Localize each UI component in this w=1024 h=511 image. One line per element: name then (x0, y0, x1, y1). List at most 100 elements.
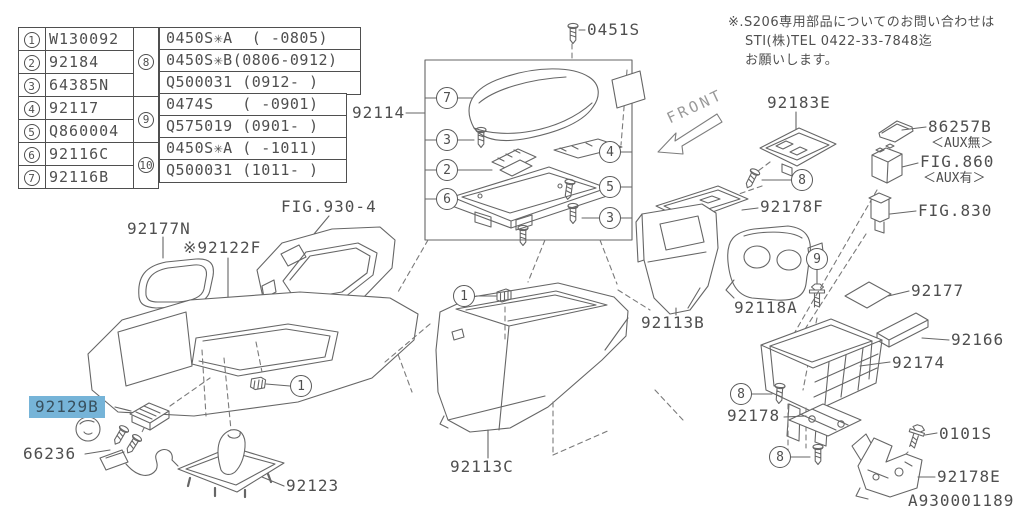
table-row: 7 92116B (18, 165, 143, 189)
callout-7: 7 (436, 87, 458, 109)
part-label-92178F: 92178F (760, 197, 824, 216)
part-label-92178: 92178 (727, 406, 781, 425)
part-label-92129B-highlighted: 92129B (29, 396, 105, 418)
table-row: 3 64385N (18, 73, 143, 97)
row-number-badge: 3 (24, 78, 40, 95)
table-row: 6 92116C (18, 142, 143, 166)
part-label-92183E: 92183E (767, 93, 831, 112)
part-label-0451S: 0451S (587, 20, 641, 39)
variant-number-column: 8 9 10 (133, 27, 159, 189)
part-label-86257B: 86257B (928, 117, 992, 136)
part-label-92118A: 92118A (734, 298, 798, 317)
group-number-badge: 9 (133, 96, 159, 143)
callout-2: 2 (436, 159, 458, 181)
callout-8: 8 (791, 169, 813, 191)
part-label-92177N: 92177N (127, 219, 191, 238)
badge-text: 8 (138, 54, 154, 71)
table-row: 5 Q860004 (18, 119, 143, 143)
callout-3b: 3 (599, 207, 621, 229)
callout-8c: 8 (769, 446, 791, 468)
screw-icon (567, 22, 579, 45)
group-number-badge: 10 (133, 141, 159, 189)
fig830-label: FIG.830 (918, 201, 993, 220)
part-label-92123: 92123 (286, 476, 340, 495)
part-92113C-art (384, 239, 684, 459)
screw-icon (812, 443, 824, 466)
part-92177-art (844, 281, 910, 309)
badge-text: 10 (138, 157, 154, 173)
s206-note: ※.S206専用部品についてのお問い合わせは STI(株)TEL 0422-33… (728, 13, 995, 70)
screw-icon (773, 382, 786, 405)
part-92178E-art (851, 433, 936, 500)
front-arrow-icon (657, 113, 723, 155)
row-number-badge: 4 (24, 101, 40, 118)
drawing-number: A930001189 (908, 491, 1015, 510)
label-aux-none: ＜AUX無＞ (931, 136, 994, 151)
row-number-badge: 7 (24, 170, 40, 187)
part-number-cell: 64385N (45, 73, 143, 97)
label-aux-yes: ＜AUX有＞ (923, 171, 986, 186)
row-number-badge: 6 (24, 147, 40, 164)
part-label-92166: 92166 (951, 330, 1005, 349)
note-line-1: ※.S206専用部品についてのお問い合わせは (728, 15, 995, 30)
part-number-cell: Q860004 (45, 119, 143, 143)
note-line-3: お願いします。 (745, 53, 839, 68)
part-label-92122F: ※92122F (183, 238, 262, 257)
row-number-badge: 5 (24, 124, 40, 141)
part-label-92113C: 92113C (450, 457, 514, 476)
part-label-92113B: 92113B (641, 313, 705, 332)
part-label-92114: 92114 (352, 103, 406, 122)
part-92123-art (177, 429, 285, 499)
part-label-92177: 92177 (911, 281, 965, 300)
armrest-lid-assembly-box (405, 29, 646, 247)
part-number-cell: W130092 (45, 27, 143, 51)
variant-row: Q500031 (1011- ) (159, 159, 347, 183)
part-number-cell: 92117 (45, 96, 143, 120)
callout-3: 3 (436, 129, 458, 151)
part-92129B-art (114, 402, 170, 457)
variant-row: 0474S ( -0901) (159, 93, 347, 117)
part-number-cell: 92116C (45, 142, 143, 166)
part-number-cell: 92116B (45, 165, 143, 189)
part-92113B-art (635, 203, 719, 316)
row-number-badge: 2 (24, 55, 40, 72)
part-label-0101S: 0101S (939, 424, 993, 443)
note-line-2: STI(株)TEL 0422-33-7848迄 (745, 34, 933, 49)
variant-row: 0450S✳B(0806-0912) (159, 49, 361, 73)
part-92166-art (876, 312, 950, 348)
variant-table: 8 9 10 0450S✳A ( -0805) 0450S✳B(0806-091… (133, 27, 361, 189)
fig860-label: FIG.860 (920, 152, 995, 171)
part-label-92178E: 92178E (937, 467, 1001, 486)
screw-icon (742, 166, 762, 191)
screw-icon (110, 423, 131, 448)
part-92174-art (760, 318, 891, 453)
table-row: 4 92117 (18, 96, 143, 120)
callout-8b: 8 (730, 383, 752, 405)
screw-icon (122, 432, 144, 457)
variant-rows-column: 0450S✳A ( -0805) 0450S✳B(0806-0912) Q500… (159, 27, 361, 183)
callout-4: 4 (599, 141, 621, 163)
part-92118A-art (725, 225, 825, 301)
fig930-label: FIG.930-4 (281, 197, 377, 216)
callout-5: 5 (599, 176, 621, 198)
part-92122F-art (87, 257, 419, 431)
variant-row: Q575019 (0901- ) (159, 115, 347, 139)
part-66236-art (75, 416, 179, 476)
callout-1b: 1 (290, 375, 312, 397)
part-92178-art (751, 382, 862, 466)
fig830-jack-art (797, 192, 917, 341)
callout-6: 6 (436, 188, 458, 210)
group-number-badge: 8 (133, 27, 159, 98)
part-label-92174: 92174 (892, 353, 946, 372)
part-number-cell: 92184 (45, 50, 143, 74)
part-label-66236: 66236 (23, 444, 77, 463)
table-row: 2 92184 (18, 50, 143, 74)
callout-9: 9 (806, 248, 828, 270)
part-86257B-art (878, 120, 927, 143)
variant-row: 0450S✳A ( -0805) (159, 27, 361, 51)
badge-text: 9 (138, 111, 154, 128)
